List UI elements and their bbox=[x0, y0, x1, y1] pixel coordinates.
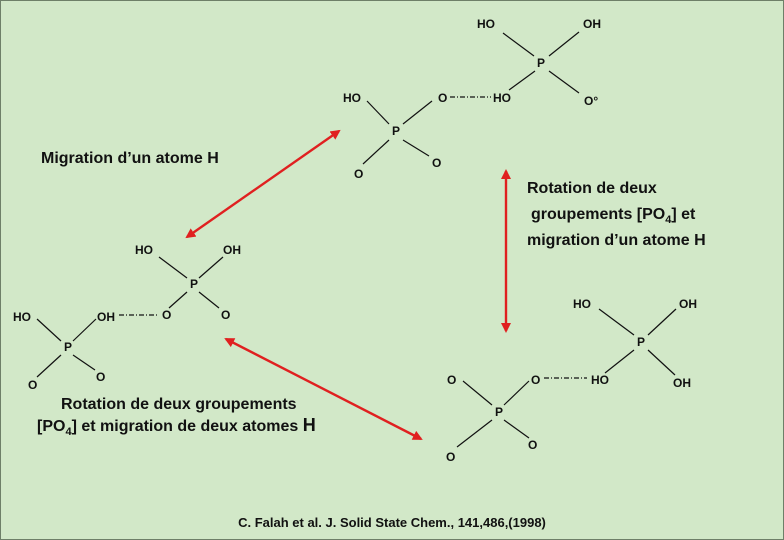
arrow-rotation-left bbox=[224, 337, 423, 441]
atom-o: O bbox=[447, 373, 456, 387]
label-line: [PO4] et migration de deux atomes H bbox=[37, 415, 316, 438]
atom-o: O bbox=[528, 438, 537, 452]
atom-oh: OH bbox=[97, 310, 115, 324]
atom-ho: HO bbox=[493, 91, 511, 105]
bond bbox=[462, 380, 493, 406]
bond bbox=[548, 70, 580, 94]
label-migration-h: Migration d’un atome H bbox=[41, 150, 219, 167]
molecule-top-right: HO OH P HO O° HO O P O O bbox=[343, 17, 601, 181]
bond bbox=[604, 349, 635, 374]
atom-oh: OH bbox=[223, 243, 241, 257]
atom-o: O bbox=[221, 308, 230, 322]
atom-ho: HO bbox=[135, 243, 153, 257]
bond bbox=[598, 308, 635, 336]
atom-p: P bbox=[392, 124, 400, 138]
bond bbox=[362, 139, 390, 165]
atom-o: O bbox=[438, 91, 447, 105]
atom-ho: HO bbox=[591, 373, 609, 387]
bond bbox=[502, 32, 535, 57]
bond bbox=[36, 318, 62, 342]
bond bbox=[647, 349, 676, 376]
atom-oh: OH bbox=[583, 17, 601, 31]
bond bbox=[72, 354, 96, 371]
atom-ho: HO bbox=[573, 297, 591, 311]
bond bbox=[548, 31, 580, 57]
bond bbox=[168, 291, 188, 309]
atom-ho: HO bbox=[343, 91, 361, 105]
atom-p: P bbox=[537, 56, 545, 70]
atom-oh: OH bbox=[679, 297, 697, 311]
label-rotation-left: Rotation de deux groupements [PO4] et mi… bbox=[37, 396, 316, 438]
label-line: groupements [PO4] et bbox=[531, 206, 696, 226]
atom-o: O bbox=[531, 373, 540, 387]
bond bbox=[402, 139, 430, 157]
bond bbox=[456, 419, 493, 448]
bond bbox=[402, 100, 433, 125]
atom-o: O bbox=[354, 167, 363, 181]
bond bbox=[647, 308, 677, 336]
bond bbox=[366, 100, 390, 125]
molecule-left: HO OH P O O HO OH P O O bbox=[13, 243, 241, 392]
atom-o: O bbox=[96, 370, 105, 384]
bond bbox=[72, 318, 97, 342]
atom-ho: HO bbox=[477, 17, 495, 31]
atom-p: P bbox=[190, 277, 198, 291]
bond bbox=[158, 256, 188, 279]
label-line: migration d’un atome H bbox=[527, 232, 706, 249]
label-line: Rotation de deux bbox=[527, 180, 657, 197]
atom-p: P bbox=[495, 405, 503, 419]
atom-ho: HO bbox=[13, 310, 31, 324]
label-rotation-right: Rotation de deux groupements [PO4] et mi… bbox=[527, 180, 706, 249]
bond bbox=[198, 256, 224, 279]
atom-o: O bbox=[432, 156, 441, 170]
label-line: Rotation de deux groupements bbox=[61, 396, 297, 413]
citation: C. Falah et al. J. Solid State Chem., 14… bbox=[238, 515, 546, 530]
bond bbox=[503, 419, 530, 439]
bond bbox=[36, 354, 62, 378]
atom-oh: OH bbox=[673, 376, 691, 390]
bond bbox=[198, 291, 220, 309]
atom-p: P bbox=[64, 340, 72, 354]
atom-o: O bbox=[28, 378, 37, 392]
bond bbox=[503, 380, 530, 406]
atom-p: P bbox=[637, 335, 645, 349]
arrow-migration-h bbox=[185, 129, 341, 239]
atom-o: O bbox=[162, 308, 171, 322]
atom-o: O bbox=[446, 450, 455, 464]
atom-o-radical: O° bbox=[584, 94, 598, 108]
molecule-bottom-right: HO OH P HO OH O O P O O bbox=[446, 297, 697, 464]
bond bbox=[508, 70, 536, 91]
